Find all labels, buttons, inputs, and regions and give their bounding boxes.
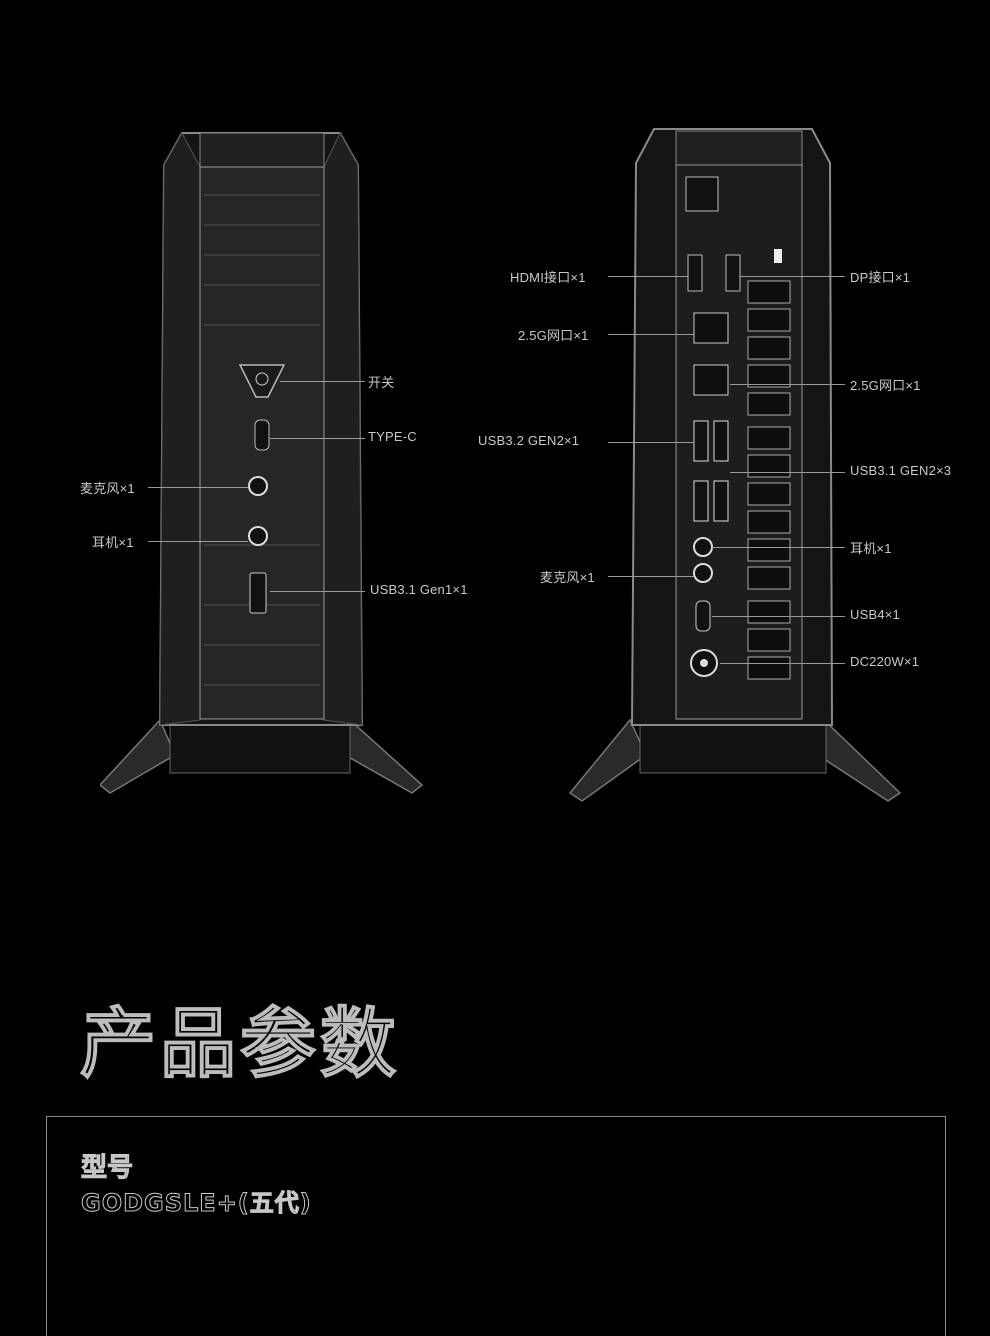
rear-earphone-leader-line: [712, 547, 845, 548]
front-device-image: [100, 131, 424, 794]
power-leader-line: [280, 381, 365, 382]
lan2-leader-line: [730, 384, 845, 385]
front-usb-label: USB3.1 Gen1×1: [370, 582, 468, 597]
rear-usb4-label: USB4×1: [850, 607, 900, 622]
rear-earphone-label: 耳机×1: [850, 541, 892, 556]
product-params-title: 产品参数: [79, 998, 400, 1089]
front-earphone-leader-line: [148, 541, 248, 542]
model-label: 型号: [80, 1153, 134, 1184]
front-mic-label: 麦克风×1: [80, 481, 135, 496]
front-typec-label: TYPE-C: [368, 429, 417, 444]
front-power-label: 开关: [368, 375, 395, 390]
rear-dp-label: DP接口×1: [850, 270, 911, 285]
spec-table: 型号 GODGSLE+(五代): [46, 1116, 946, 1336]
rear-usb31-label: USB3.1 GEN2×3: [850, 463, 952, 478]
rear-mic-label: 麦克风×1: [540, 570, 595, 585]
dc-leader-line: [720, 663, 845, 664]
rear-usb32-label: USB3.2 GEN2×1: [478, 433, 580, 448]
front-mic-leader-line: [148, 487, 248, 488]
rear-lan2-label: 2.5G网口×1: [850, 378, 921, 393]
usb4-leader-line: [712, 616, 845, 617]
usb32-leader-line: [608, 442, 694, 443]
rear-dc-label: DC220W×1: [850, 654, 920, 669]
typec-leader-line: [270, 438, 365, 439]
rear-lan1-label: 2.5G网口×1: [518, 328, 589, 343]
front-earphone-label: 耳机×1: [92, 535, 134, 550]
lan1-leader-line: [608, 334, 694, 335]
hdmi-leader-line: [608, 276, 688, 277]
front-usb-leader-line: [270, 591, 365, 592]
usb31-leader-line: [730, 472, 845, 473]
rear-hdmi-label: HDMI接口×1: [510, 270, 586, 285]
dp-leader-line: [740, 276, 845, 277]
model-value: GODGSLE+(五代): [81, 1189, 312, 1218]
rear-mic-leader-line: [608, 576, 694, 577]
